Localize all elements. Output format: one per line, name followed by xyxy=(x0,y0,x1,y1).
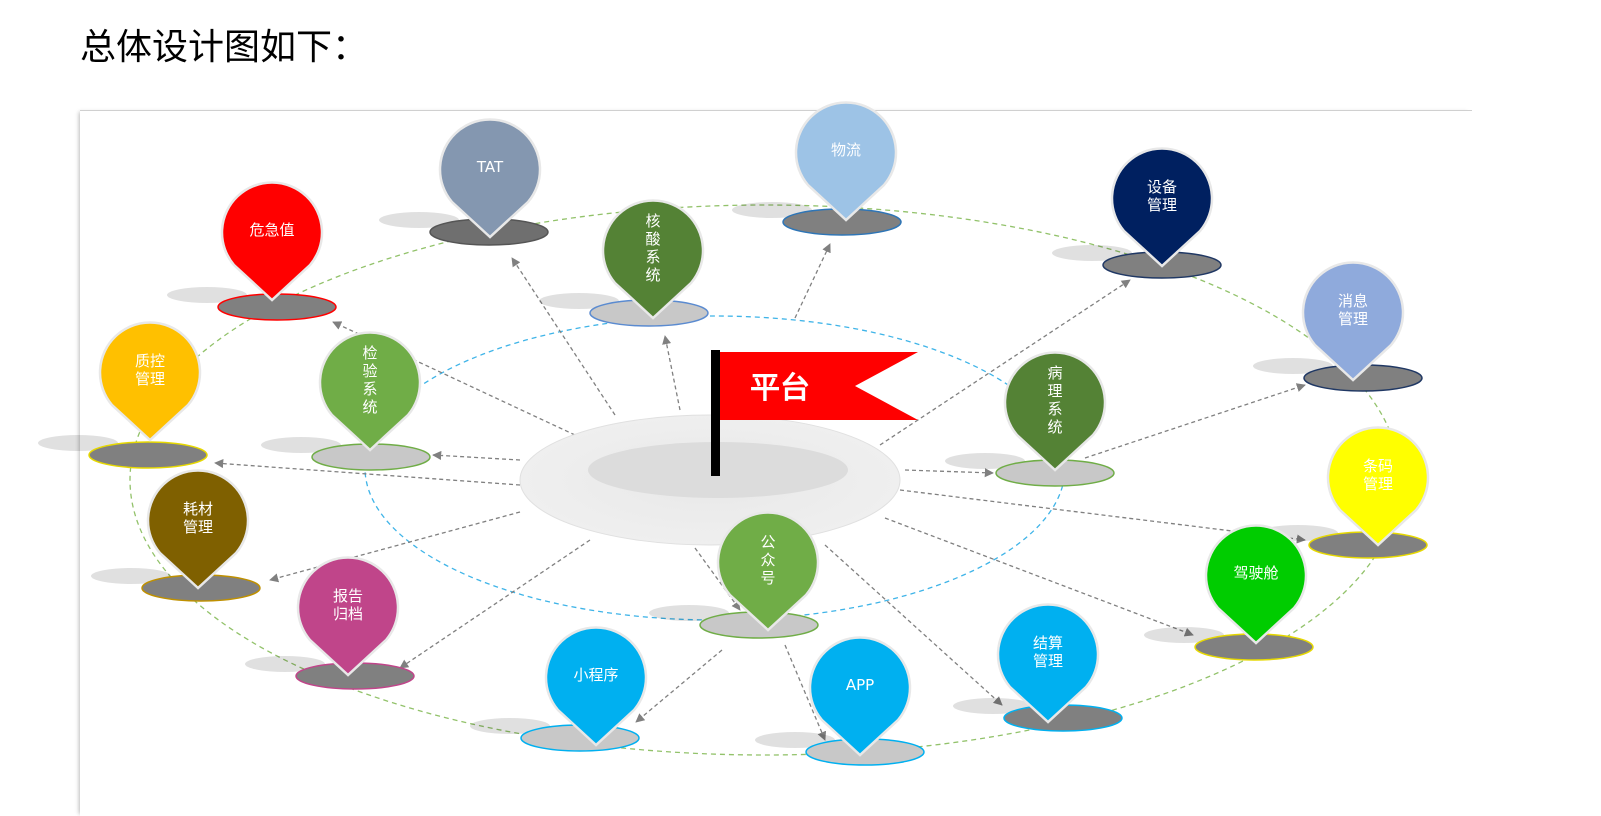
map-pin-2: 物流 xyxy=(732,101,902,236)
connector-arrow xyxy=(511,257,616,416)
map-pin-1: TAT xyxy=(379,118,549,246)
map-pin-icon xyxy=(601,199,705,320)
pin-label: 结算 xyxy=(1033,634,1063,652)
connector-arrow xyxy=(899,489,1306,544)
pin-base xyxy=(217,293,337,321)
pin-label: 驾驶舱 xyxy=(1233,564,1278,582)
connector-arrow xyxy=(269,511,521,583)
pin-label: 管理 xyxy=(1147,196,1177,214)
map-pin-icon xyxy=(1003,351,1107,472)
pin-label: 耗材 xyxy=(183,500,213,518)
platform-base xyxy=(519,414,901,546)
pin-label: 管理 xyxy=(1033,652,1063,670)
pin-label: 统 xyxy=(1047,418,1062,436)
map-pin-icon xyxy=(318,331,422,452)
pin-label: 条码 xyxy=(1363,457,1393,475)
map-pin-11: 驾驶舱 xyxy=(1144,524,1314,661)
pin-label: 消息 xyxy=(1338,292,1368,310)
map-pin-icon xyxy=(1326,426,1430,547)
pin-label: 管理 xyxy=(1338,310,1368,328)
connector-arrow xyxy=(432,450,521,461)
pin-label: 系 xyxy=(362,380,377,398)
pin-label: 病 xyxy=(1047,364,1062,382)
pin-label: 理 xyxy=(1047,382,1062,400)
connector-arrow xyxy=(694,547,741,611)
pin-label: 危急值 xyxy=(249,221,294,239)
map-pin-0: 危急值 xyxy=(167,181,337,321)
platform-flag: 平台 xyxy=(711,350,918,476)
map-pin-icon xyxy=(808,636,912,757)
connector-arrow xyxy=(879,279,1131,446)
connector-arrow xyxy=(884,517,1194,637)
pin-label: 系 xyxy=(645,248,660,266)
pin-label: 酸 xyxy=(645,230,660,248)
pin-label: 设备 xyxy=(1147,178,1177,196)
pin-label: 质控 xyxy=(135,352,165,370)
connector-arrow xyxy=(332,321,576,436)
map-pin-icon xyxy=(996,603,1100,724)
pin-label: 统 xyxy=(362,398,377,416)
map-pin-16: APP xyxy=(755,636,925,766)
connector-arrow xyxy=(399,539,591,669)
connector-arrow xyxy=(635,649,723,723)
map-pin-icon xyxy=(544,626,648,747)
pin-label: 号 xyxy=(760,569,775,587)
map-pin-icon xyxy=(296,556,400,677)
connector-arrow xyxy=(662,335,681,411)
map-pin-12: 公众号 xyxy=(649,511,820,639)
pin-label: 众 xyxy=(760,551,775,569)
pin-base xyxy=(88,441,208,469)
pin-label: APP xyxy=(846,676,874,694)
pin-label: TAT xyxy=(476,158,504,176)
pin-label: 小程序 xyxy=(573,666,618,684)
connector-arrow xyxy=(904,468,994,478)
document-heading: 总体设计图如下： xyxy=(80,27,369,68)
pin-label: 公 xyxy=(760,533,775,551)
pin-label: 物流 xyxy=(831,141,861,159)
connector-arrow xyxy=(824,544,1003,706)
map-pin-icon xyxy=(1110,147,1214,268)
pin-label: 核 xyxy=(645,212,660,230)
pin-label: 归档 xyxy=(333,605,363,623)
connector-arrow xyxy=(1084,383,1306,459)
pin-label: 报告 xyxy=(333,587,363,605)
pin-label: 系 xyxy=(1047,400,1062,418)
connector-arrow xyxy=(784,644,827,741)
map-pin-15: 小程序 xyxy=(470,626,648,752)
diagram-frame xyxy=(80,110,1472,816)
map-pin-icon xyxy=(98,321,202,442)
map-pin-icon xyxy=(716,511,820,632)
map-pin-icon xyxy=(220,181,324,302)
map-pin-icon xyxy=(146,469,250,590)
connector-arrow xyxy=(794,243,831,319)
map-pin-icon xyxy=(794,101,898,222)
pin-label: 管理 xyxy=(1363,475,1393,493)
arrows xyxy=(214,243,1306,741)
platform-label: 平台 xyxy=(750,371,810,406)
pin-label: 管理 xyxy=(135,370,165,388)
pin-label: 管理 xyxy=(183,518,213,536)
map-pin-icon xyxy=(1204,524,1308,645)
pin-label: 统 xyxy=(645,266,660,284)
map-pin-icon xyxy=(438,118,542,239)
map-pin-icon xyxy=(1301,261,1405,382)
pin-label: 检 xyxy=(362,344,377,362)
pin-label: 验 xyxy=(362,362,377,380)
connector-arrow xyxy=(214,459,521,486)
